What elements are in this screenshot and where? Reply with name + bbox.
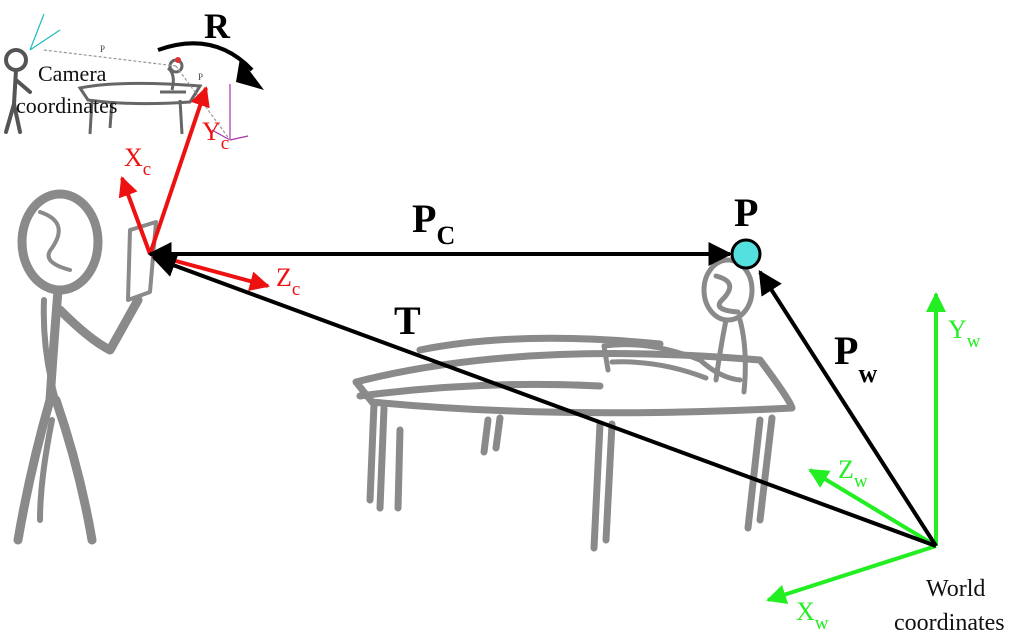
sitting-person-sketch: [601, 257, 755, 395]
zc-label: Zc: [276, 263, 300, 300]
zw-label: Zw: [838, 455, 868, 492]
xc-label: Xc: [124, 143, 151, 180]
vectors: [147, 242, 938, 548]
world-axes: [766, 292, 946, 605]
inset-point: [175, 57, 181, 63]
yc-label: Yc: [202, 117, 229, 154]
point-p: [730, 238, 762, 270]
zc-axis: [149, 252, 270, 291]
xw-axis: [766, 544, 937, 605]
camera-coordinates-line2: coordinates: [16, 93, 117, 118]
rotation-label: R: [204, 6, 231, 46]
camera-coordinates-line1: Camera: [38, 61, 107, 86]
translation-label: T: [394, 298, 421, 343]
inset-world-axes: [211, 84, 249, 141]
camera-axes: [118, 86, 270, 291]
rotation-arrow: [157, 41, 264, 90]
xc-axis: [118, 176, 152, 255]
camera-person-sketch: [13, 189, 158, 545]
yw-label: Yw: [948, 315, 981, 352]
inset-camera-axes: [29, 13, 61, 51]
pc-label: PC: [412, 196, 455, 250]
pw-label: Pw: [834, 328, 877, 388]
zw-axis: [808, 468, 938, 548]
translation-vector: [151, 254, 937, 548]
yc-axis: [148, 86, 210, 255]
inset-pc-label: P: [100, 44, 105, 54]
inset-thumbnail: P P Camera coordinates: [4, 13, 249, 141]
world-coordinates-line1: World: [926, 576, 985, 602]
table-sketch: [352, 334, 796, 552]
pw-vector: [758, 269, 938, 548]
inset-pw-label: P: [198, 72, 203, 82]
inset-person-sketch: [4, 48, 32, 134]
xw-label: Xw: [796, 597, 829, 634]
point-p-label: P: [734, 190, 758, 235]
world-coordinates-line2: coordinates: [894, 610, 1005, 636]
